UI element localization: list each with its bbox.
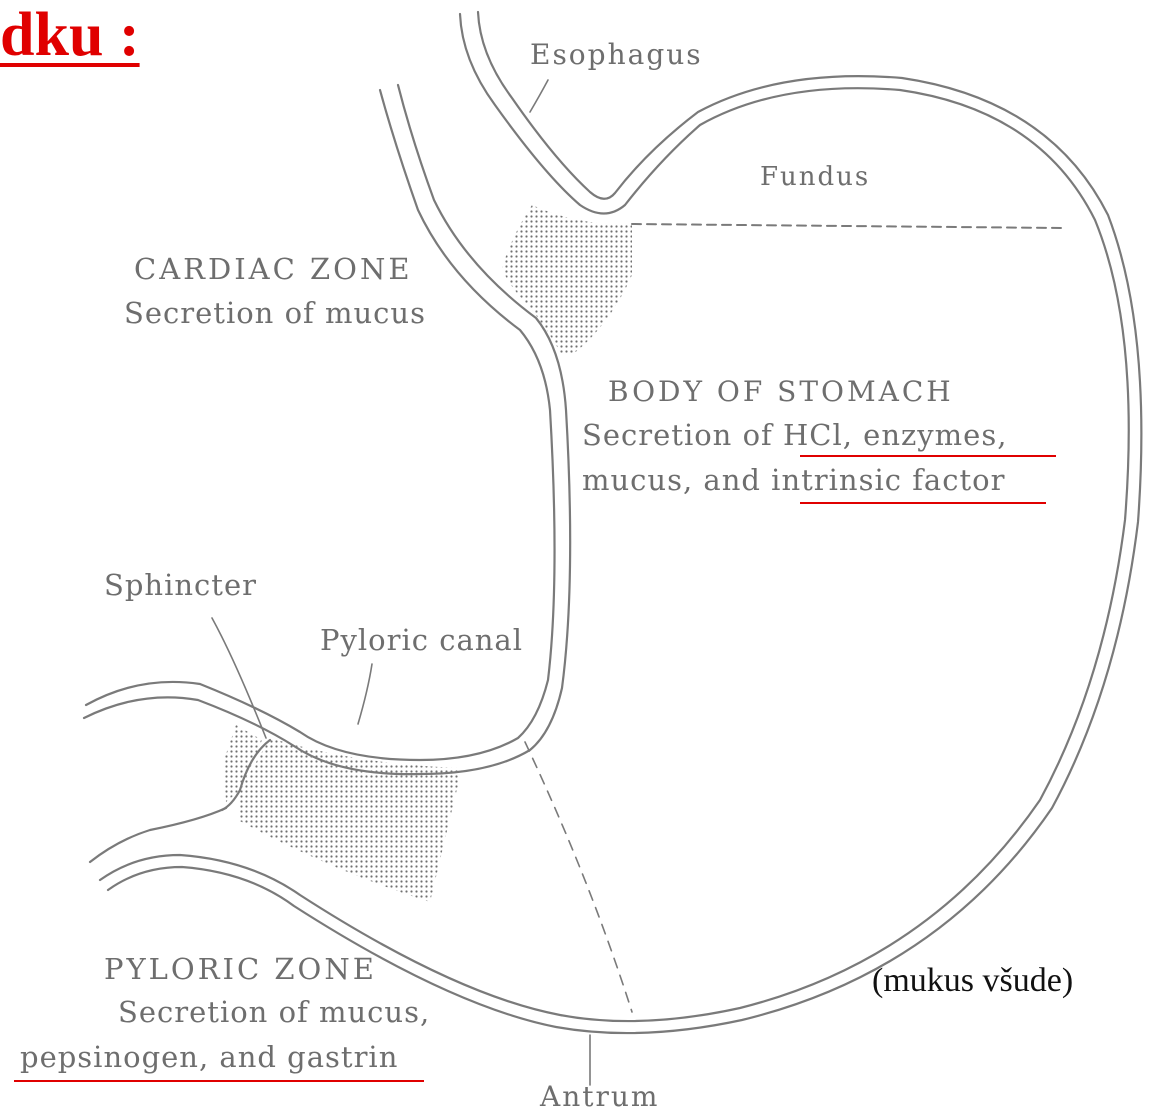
- cardiac-zone-description: Secretion of mucus: [124, 296, 426, 330]
- pyloric-zone-title: PYLORIC ZONE: [104, 952, 377, 986]
- underline-pepsinogen-gastrin: [14, 1080, 424, 1082]
- fundus-boundary: [632, 224, 1062, 228]
- pyloric-zone-description-line-2: pepsinogen, and gastrin: [20, 1040, 398, 1074]
- antrum-boundary: [525, 742, 632, 1012]
- pyloric-zone-description-line-1: Secretion of mucus,: [118, 995, 430, 1029]
- antrum-label: Antrum: [540, 1080, 659, 1113]
- greater-curvature-outer: [100, 14, 1129, 1021]
- body-of-stomach-description-line-2: mucus, and intrinsic factor: [582, 463, 1005, 497]
- fundus-label: Fundus: [760, 162, 870, 192]
- esophagus-pointer: [530, 80, 548, 112]
- esophagus-label: Esophagus: [530, 38, 703, 71]
- page-title: dku :: [0, 0, 140, 71]
- cardiac-zone-title: CARDIAC ZONE: [134, 252, 413, 286]
- sphincter-label: Sphincter: [104, 568, 257, 602]
- pyloric-canal-label: Pyloric canal: [320, 623, 523, 657]
- greater-curvature-inner: [108, 12, 1141, 1033]
- body-of-stomach-description-line-1: Secretion of HCl, enzymes,: [582, 418, 1007, 452]
- lesser-curvature-outer: [86, 90, 555, 760]
- pyloric-canal-pointer: [358, 664, 372, 724]
- sphincter-pointer: [212, 618, 266, 738]
- body-of-stomach-title: BODY OF STOMACH: [608, 375, 954, 408]
- duodenum-lower: [90, 808, 226, 862]
- underline-intrinsic-factor: [800, 502, 1046, 504]
- lesser-curvature-inner: [84, 85, 570, 774]
- underline-hcl-enzymes: [800, 455, 1056, 457]
- mucus-everywhere-note: (mukus všude): [872, 962, 1073, 1000]
